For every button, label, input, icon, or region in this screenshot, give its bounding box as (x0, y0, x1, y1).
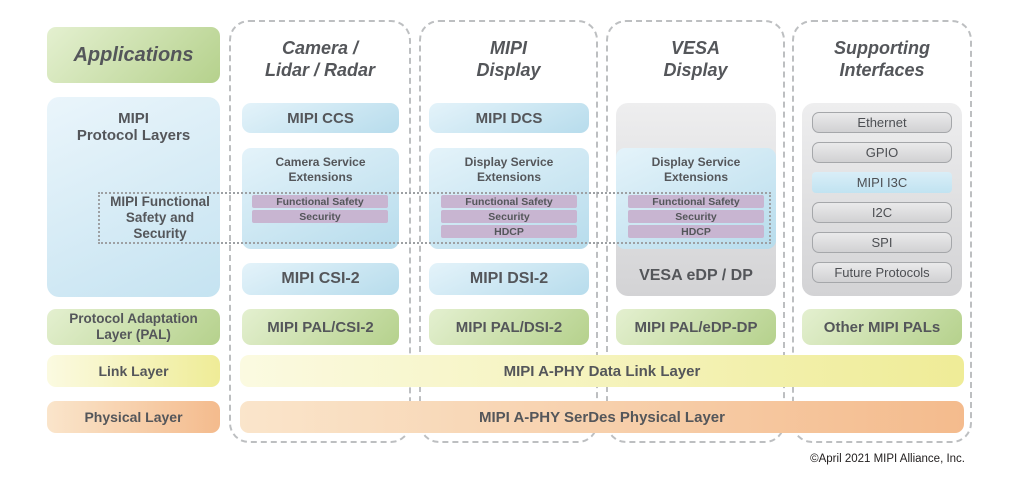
mipi-pal-dsi2-box: MIPI PAL/DSI-2 (429, 309, 589, 345)
interface-i2c-box: I2C (812, 202, 952, 223)
aphy-data-link-layer-bar: MIPI A-PHY Data Link Layer (240, 355, 964, 387)
aphy-serdes-physical-layer-bar: MIPI A-PHY SerDes Physical Layer (240, 401, 964, 433)
safety-item-hdcp: HDCP (441, 225, 577, 238)
pal-row-label-box: Protocol Adaptation Layer (PAL) (47, 309, 220, 345)
interface-ethernet-box: Ethernet (812, 112, 952, 133)
safety-item-hdcp: HDCP (628, 225, 764, 238)
display-service-extensions-label-vesa: Display Service Extensions (651, 155, 741, 184)
mipi-pal-edp-dp-box: MIPI PAL/eDP-DP (616, 309, 776, 345)
mipi-dsi2-box: MIPI DSI-2 (429, 263, 589, 295)
functional-safety-security-label: MIPI Functional Safety and Security (110, 193, 210, 242)
mipi-protocol-layers-box (47, 97, 220, 297)
safety-item-security: Security (252, 210, 388, 223)
column-outline-camera (229, 20, 411, 443)
display-service-extensions-label-mipi: Display Service Extensions (464, 155, 554, 184)
mipi-protocol-layers-label: MIPI Protocol Layers (76, 110, 191, 144)
safety-item-functional-safety: Functional Safety (441, 195, 577, 208)
interface-gpio-box: GPIO (812, 142, 952, 163)
safety-item-security: Security (441, 210, 577, 223)
column-outline-vesa-display (606, 20, 785, 443)
mipi-dcs-box: MIPI DCS (429, 103, 589, 133)
header-camera-lidar-radar: Camera / Lidar / Radar (264, 37, 376, 81)
copyright-text: ©April 2021 MIPI Alliance, Inc. (810, 453, 965, 465)
interface-mipi-i3c-box: MIPI I3C (812, 172, 952, 193)
mipi-csi2-box: MIPI CSI-2 (242, 263, 399, 295)
applications-box: Applications (47, 27, 220, 83)
interface-future-protocols-box: Future Protocols (812, 262, 952, 283)
column-outline-supporting (792, 20, 972, 443)
safety-item-functional-safety: Functional Safety (252, 195, 388, 208)
other-mipi-pals-box: Other MIPI PALs (802, 309, 962, 345)
header-supporting-interfaces: Supporting Interfaces (834, 37, 930, 81)
camera-service-extensions-label: Camera Service Extensions (275, 155, 366, 184)
column-outline-mipi-display (419, 20, 598, 443)
safety-item-security: Security (628, 210, 764, 223)
physical-layer-row-label-box: Physical Layer (47, 401, 220, 433)
safety-item-functional-safety: Functional Safety (628, 195, 764, 208)
interface-spi-box: SPI (812, 232, 952, 253)
mipi-ccs-box: MIPI CCS (242, 103, 399, 133)
mipi-pal-csi2-box: MIPI PAL/CSI-2 (242, 309, 399, 345)
header-mipi-display: MIPI Display (476, 37, 541, 81)
header-vesa-display: VESA Display (663, 37, 728, 81)
vesa-edp-dp-label: VESA eDP / DP (639, 267, 753, 284)
link-layer-row-label-box: Link Layer (47, 355, 220, 387)
